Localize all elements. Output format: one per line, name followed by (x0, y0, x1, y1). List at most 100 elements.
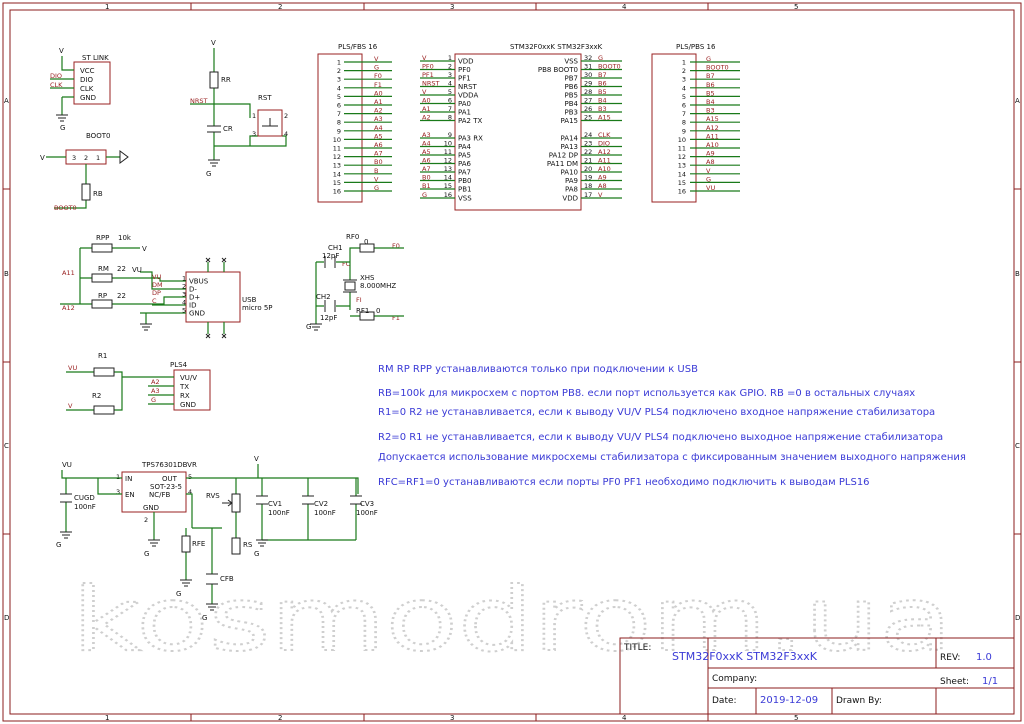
mcu-right-pin-net: DIO (598, 140, 610, 148)
frame-col-label-bottom: 3 (450, 714, 454, 722)
boot0-pin-3: 3 (72, 154, 76, 162)
mcu-right-pin-name: PB6 (565, 83, 579, 91)
pbs-pin-num: 3 (682, 76, 686, 84)
pbs-pin-net: A11 (706, 132, 719, 140)
mcu-left-pin-num: 15 (444, 182, 452, 190)
fbs-pin-num: 14 (333, 170, 341, 178)
usb-pin-name: VBUS (189, 278, 209, 286)
usb-net-vu: VU (132, 266, 142, 274)
usb-pin-name: D- (189, 286, 197, 294)
pls4-net-g: G (151, 396, 156, 404)
fbs-pin-num: 2 (337, 67, 341, 75)
mcu-left-pin-net: A0 (422, 97, 431, 105)
reset-block: V RR CR NRST G RST 1 2 3 4 (190, 39, 288, 178)
frame-col-label-top: 3 (450, 3, 454, 11)
pls4-r1-resistor (93, 367, 115, 377)
mcu-left-pin-name: NRST (458, 83, 478, 91)
mcu-left-pin-name: PA6 (458, 160, 472, 168)
usb-rp-resistor (91, 299, 113, 309)
mcu-left-pin-net: V (422, 88, 427, 96)
note-5: Допускается использование микросхемы ста… (378, 452, 966, 463)
mcu-left-pin-name: PA4 (458, 143, 472, 151)
pls-pbs-title: PLS/PBS 16 (676, 43, 716, 51)
pls4-net-a2: A2 (151, 378, 160, 386)
mcu-right-pin-num: 27 (584, 97, 592, 105)
usb-net-v: V (142, 245, 147, 253)
regulator-net-vu: VU (62, 461, 72, 469)
pbs-pin-num: 1 (682, 59, 686, 67)
mcu-left-pin-net: A6 (422, 157, 431, 165)
mcu-right-pin-name: VSS (564, 58, 578, 66)
mcu-right-pin-name: PB5 (565, 92, 578, 100)
usb-block: RPP 10k V RM 22 RP 22 A11 A12 VU VU DM D… (60, 234, 273, 339)
regulator-net-g-2: G (144, 550, 149, 558)
mcu-right-pin-num: 30 (584, 71, 592, 79)
crystal-net-fo: FO (342, 260, 351, 268)
boot0-net-v: V (40, 154, 45, 162)
mcu-right-pin-name: VDD (562, 195, 578, 203)
pbs-pin-net: B3 (706, 107, 715, 115)
regulator-pin-num-5: 5 (188, 473, 192, 481)
frame-row-label-right: B (1015, 270, 1020, 278)
usb-wire-dp: DP (152, 289, 161, 297)
pls-pbs-body (651, 53, 697, 203)
note-6: RFC=RF1=0 устанавливаются если порты PF0… (378, 477, 870, 488)
pls4-pin-2: TX (179, 383, 189, 391)
mcu-right-pin-name: PB4 (565, 100, 579, 108)
regulator-wires (61, 464, 359, 604)
reset-wires (190, 48, 287, 160)
regulator-net-g-5: G (254, 550, 259, 558)
usb-ground-symbol (140, 323, 152, 331)
pbs-pin-num: 5 (682, 93, 686, 101)
pbs-pin-net: G (706, 55, 711, 63)
regulator-rvs-label: RVS (206, 492, 220, 500)
regulator-title: TPS76301DBVR (141, 461, 197, 469)
crystal-rf0-label: RF0 (346, 233, 359, 241)
mcu-left-pin-name: PF0 (458, 66, 471, 74)
crystal-net-fi: FI (356, 296, 362, 304)
frame-col-label-bottom: 1 (105, 714, 109, 722)
usb-wire-dm: DM (152, 281, 163, 289)
mcu-left-pin-num: 3 (448, 71, 452, 79)
stlink-body (73, 61, 111, 105)
mcu-left-pin-name: VDD (458, 58, 474, 66)
usb-rp-value: 22 (117, 292, 126, 300)
pbs-pin-net: B6 (706, 81, 715, 89)
crystal-rf0-resistor (359, 243, 375, 253)
fbs-pin-net: V (374, 175, 379, 183)
regulator-cv2-value: 100nF (314, 509, 336, 517)
usb-shield-wires (207, 262, 225, 334)
mcu-left-pin-name: PB1 (458, 186, 471, 194)
mcu-right-pin-net: A8 (598, 182, 607, 190)
regulator-pin-en: EN (125, 491, 135, 499)
pbs-pin-num: 10 (678, 136, 686, 144)
reset-pin-3: 3 (252, 130, 256, 138)
usb-shield-marks (205, 257, 227, 339)
fbs-pin-net: A4 (374, 124, 383, 132)
fbs-pin-net: F0 (374, 72, 382, 80)
note-4: R2=0 R1 не устанавливается, если к вывод… (378, 432, 943, 443)
boot0-res-label: RB (93, 190, 103, 198)
pls-fbs-title: PLS/FBS 16 (338, 43, 378, 51)
mcu-right-pin-num: 28 (584, 88, 592, 96)
mcu-left-pin-num: 2 (448, 63, 452, 71)
pbs-pin-net: V (706, 167, 711, 175)
crystal-xtal-label: XHS (360, 274, 375, 282)
reset-net-v: V (211, 39, 216, 47)
pbs-pin-net: B4 (706, 98, 715, 106)
mcu-right-pin-net: CLK (598, 131, 611, 139)
mcu-left-pin-net: A2 (422, 114, 431, 122)
mcu-left-pin-net: A1 (422, 105, 431, 113)
reset-cap-label: CR (223, 125, 233, 133)
mcu-left-pin-name: PB0 (458, 177, 471, 185)
mcu-left-pin-net: A4 (422, 140, 431, 148)
company-label: Company: (712, 674, 757, 684)
fbs-pin-net: B0 (374, 158, 383, 166)
mcu-left-pin-name: VDDA (458, 92, 478, 100)
frame-row-label-left: B (4, 270, 9, 278)
regulator-cv2-label: CV2 (314, 500, 328, 508)
regulator-caps (60, 493, 362, 585)
mcu-right-pin-name: PB7 (565, 75, 578, 83)
mcu-right-pin-name: PA14 (561, 135, 579, 143)
